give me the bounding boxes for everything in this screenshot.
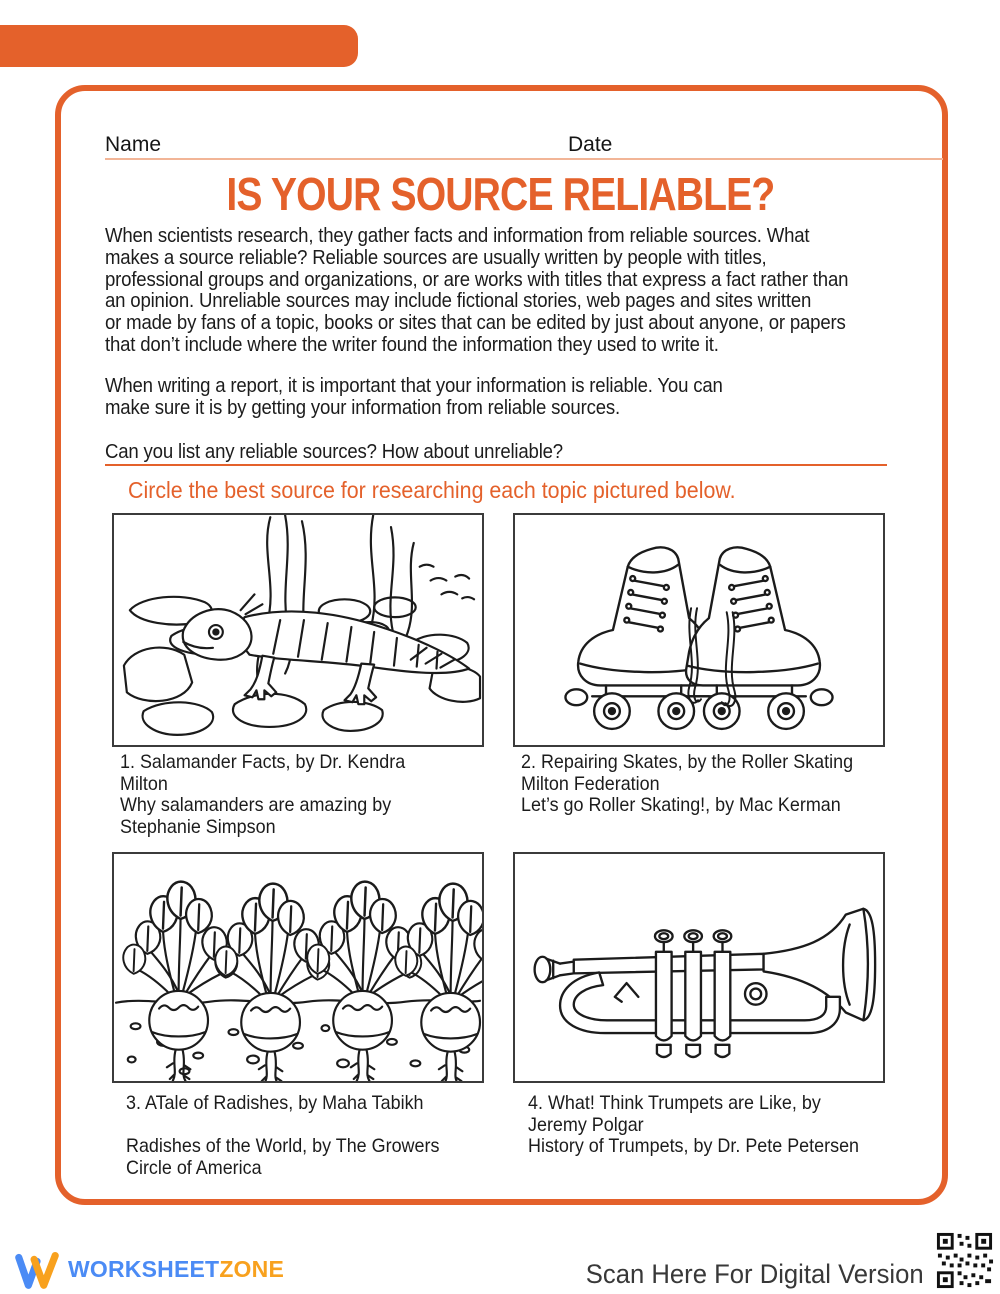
top-orange-tab (0, 25, 358, 67)
name-date-write-line[interactable] (105, 158, 943, 160)
source-options-4[interactable]: 4. What! Think Trumpets are Like, by Jer… (528, 1092, 860, 1158)
scan-here-label: Scan Here For Digital Version (586, 1259, 924, 1289)
roller-skates-image-box (513, 513, 885, 747)
trumpet-image-box (513, 852, 885, 1083)
worksheetzone-brand: WORKSHEETZONE (14, 1246, 284, 1292)
source-options-1[interactable]: 1. Salamander Facts, by Dr. Kendra Milto… (120, 751, 406, 838)
name-label: Name (105, 133, 162, 156)
brand-worksheet-text: WORKSHEET (68, 1255, 220, 1282)
question-line: Can you list any reliable sources? How a… (105, 441, 563, 463)
radishes-image-box (112, 852, 484, 1083)
page-title: IS YOUR SOURCE RELIABLE? (225, 168, 775, 220)
brand-zone-text: ZONE (219, 1255, 285, 1282)
date-label: Date (568, 133, 613, 156)
report-paragraph: When writing a report, it is important t… (105, 375, 723, 419)
worksheetzone-logo-icon (15, 1251, 59, 1289)
brand-wordmark: WORKSHEETZONE (68, 1256, 284, 1283)
roller-skates-illustration (564, 546, 834, 731)
section-divider (105, 464, 887, 466)
intro-paragraph: When scientists research, they gather fa… (105, 225, 849, 356)
instruction-line: Circle the best source for researching e… (128, 477, 736, 503)
source-options-3[interactable]: 3. ATale of Radishes, by Maha Tabikh Rad… (126, 1092, 440, 1179)
salamander-image-box (112, 513, 484, 747)
trumpet-illustration (533, 907, 877, 1059)
source-options-2[interactable]: 2. Repairing Skates, by the Roller Skati… (521, 751, 854, 817)
salamander-illustration (122, 515, 482, 736)
radishes-illustration (114, 854, 482, 1081)
qr-code-icon (934, 1230, 995, 1291)
